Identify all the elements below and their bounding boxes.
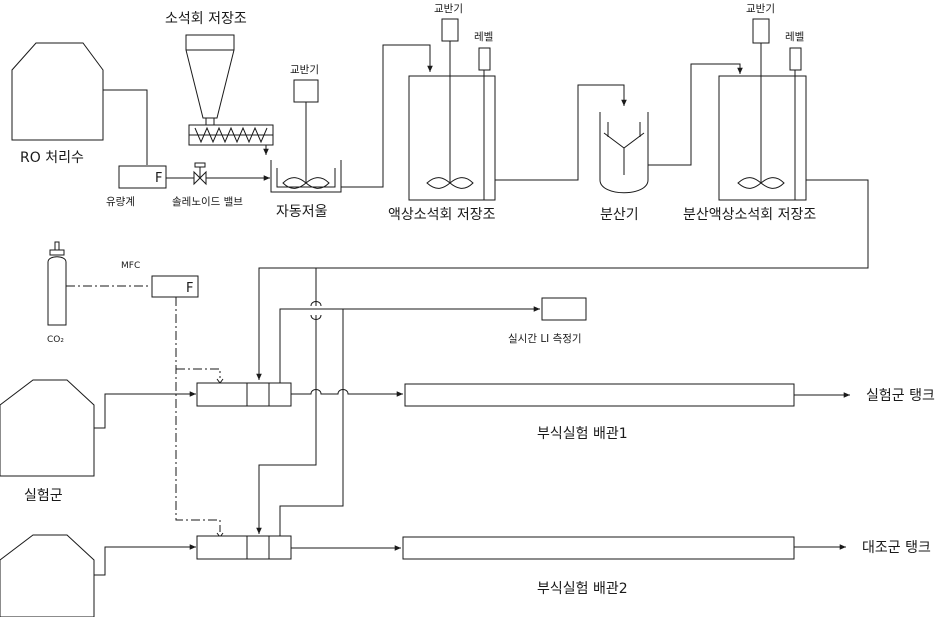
dispersed-tank-label: 분산액상소석회 저장조 [683, 207, 816, 223]
test-pipe-1 [404, 383, 795, 407]
test-tank-label: 실험군 탱크 [866, 388, 935, 404]
dispersed-tank-level-label: 레벨 [785, 31, 804, 43]
slaked-tank-agitator-label: 교반기 [434, 3, 463, 15]
ro-water-tank [11, 42, 104, 141]
flowmeter-f-label: F [155, 171, 162, 186]
agitator-scale-label: 교반기 [290, 64, 319, 76]
scale-to-tank-line [341, 44, 433, 188]
quicklime-silo-label: 소석회 저장조 [165, 11, 247, 27]
dispersed-tank [718, 18, 807, 201]
disperser-to-tank-line [648, 63, 743, 166]
slaked-lime-tank-label: 액상소석회 저장조 [388, 207, 496, 223]
mfc: F [151, 275, 199, 298]
control-pipe-2-label: 부식실험 배관2 [537, 581, 628, 597]
ro-water-line [103, 89, 148, 165]
co2-to-pipe1-line [176, 368, 221, 378]
ro-water-label: RO 처리수 [20, 150, 84, 166]
li-meter [541, 297, 587, 321]
mfc-label: MFC [121, 261, 140, 271]
co2-label: CO₂ [47, 335, 64, 345]
dispersed-to-pipe1-line [256, 179, 869, 380]
test-group-tank [0, 379, 95, 477]
mfc-f-label: F [186, 281, 193, 296]
disperser-label: 분산기 [600, 207, 639, 223]
dispersed-tank-agitator-label: 교반기 [746, 3, 775, 15]
co2-to-pipe2-line [175, 297, 221, 532]
flowmeter: F [118, 165, 167, 189]
pipe2-to-li-line [279, 309, 344, 536]
control-group-tank [0, 534, 95, 617]
solenoid-valve-label: 솔레노이드 밸브 [172, 196, 243, 208]
agitator-scale [282, 79, 330, 189]
pipe1-to-li-line [279, 306, 540, 383]
control-pipe-2 [402, 536, 795, 560]
test-inlet-line [94, 391, 196, 429]
auto-scale-label: 자동저울 [276, 204, 328, 220]
solenoid-valve [193, 162, 207, 186]
tank-to-disperser-line [495, 84, 627, 181]
jump-1 [310, 301, 322, 320]
slaked-tank-level-label: 레벨 [474, 31, 493, 43]
auto-scale [270, 160, 342, 193]
quicklime-silo [185, 34, 274, 155]
control-inlet-line [94, 544, 196, 576]
co2-cylinder [47, 241, 67, 326]
li-meter-label: 실시간 LI 측정기 [508, 333, 582, 345]
mixer1-to-pipe1-line [291, 389, 403, 397]
control-mixer [196, 535, 292, 560]
test-group-label: 실험군 [24, 488, 63, 504]
slaked-lime-tank [408, 18, 496, 201]
flowmeter-label: 유량계 [106, 196, 135, 208]
test-mixer [196, 382, 292, 407]
control-tank-label: 대조군 탱크 [862, 540, 931, 556]
test-pipe-1-label: 부식실험 배관1 [537, 426, 628, 442]
disperser [599, 112, 649, 194]
